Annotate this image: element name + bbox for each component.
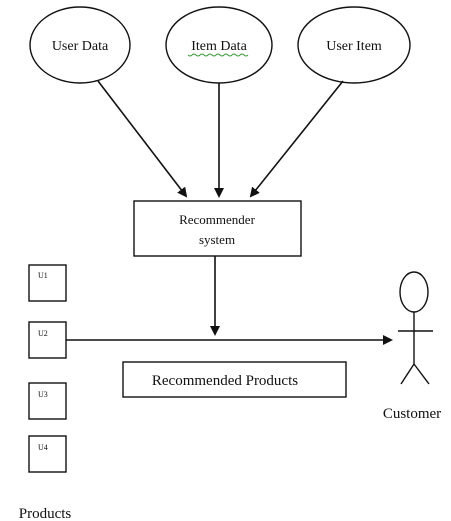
product-box-u1 <box>28 264 67 302</box>
item-data-label: Item Data <box>191 39 247 54</box>
user-data-label: User Data <box>52 39 109 54</box>
customer-figure <box>398 271 433 385</box>
arrow-user-data-to-recommender <box>97 80 188 198</box>
product-label-u3: U3 <box>38 390 48 399</box>
user-item-label: User Item <box>326 39 382 54</box>
user-data-ellipse <box>29 6 131 84</box>
customer-label: Customer <box>383 406 441 422</box>
product-label-u4: U4 <box>38 443 48 452</box>
item-data-spellcheck-underline <box>187 53 249 57</box>
user-item-ellipse <box>297 6 411 84</box>
recommender-label-line1: Recommender <box>179 212 255 227</box>
recommended-products-label: Recommended Products <box>152 373 298 389</box>
product-label-u2: U2 <box>38 329 48 338</box>
product-box-u3 <box>28 382 67 420</box>
product-box-u4 <box>28 435 67 473</box>
product-label-u1: U1 <box>38 271 48 280</box>
recommender-system-box <box>133 200 302 257</box>
customer-right-leg <box>413 363 430 385</box>
arrow-user-item-to-recommender <box>249 80 344 198</box>
customer-head <box>399 271 429 313</box>
customer-left-leg <box>400 363 415 385</box>
products-caption: Products <box>19 506 72 521</box>
recommended-products-box <box>122 361 347 398</box>
recommender-label-line2: system <box>199 232 235 247</box>
product-box-u2 <box>28 321 67 359</box>
